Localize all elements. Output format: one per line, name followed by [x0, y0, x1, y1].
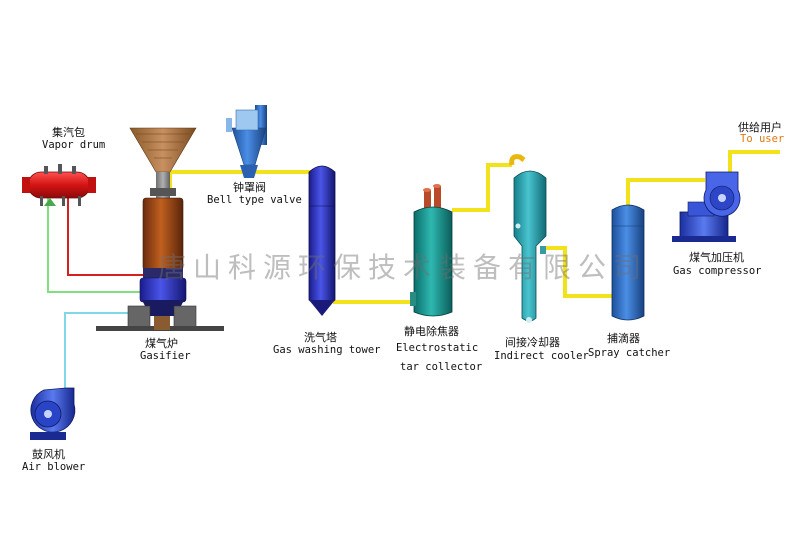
vapor-drum-label-en: Vapor drum: [42, 139, 106, 151]
compressor-label-en: Gas compressor: [673, 265, 762, 277]
vapor-drum: [22, 164, 96, 206]
spray-catcher: [611, 204, 645, 321]
company-watermark: 唐山科源环保技术装备有限公司: [158, 251, 649, 284]
gasifier-label-en: Gasifier: [140, 350, 191, 362]
air-blower-label-en: Air blower: [22, 461, 86, 473]
air-blower: [30, 387, 76, 440]
electrostatic-label-en2: tar collector: [400, 361, 483, 373]
gasifier-label-zh: 煤气炉: [145, 337, 178, 350]
electrostatic-label-zh: 静电除焦器: [404, 325, 459, 338]
compressor-label-zh: 煤气加压机: [689, 251, 744, 264]
to-user-label-zh: 供给用户: [738, 121, 782, 134]
gasifier: [96, 127, 224, 331]
water-pipe: [47, 196, 145, 293]
to-user-label-en: To user: [740, 133, 785, 145]
washing-tower-label-zh: 洗气塔: [304, 331, 337, 344]
indirect-cooler: [509, 154, 547, 323]
gas-pipe-to-user: [728, 150, 780, 172]
gas-pipe-cooler-to-catcher: [542, 246, 612, 298]
electrostatic-tar-collector: [410, 184, 453, 317]
indirect-cooler-label-en: Indirect cooler: [494, 350, 589, 362]
electrostatic-label-en: Electrostatic: [396, 342, 479, 354]
spray-catcher-label-zh: 捕滴器: [607, 332, 640, 345]
air-blower-label-zh: 鼓风机: [32, 448, 65, 461]
gas-pipe-catcher-to-compressor: [626, 178, 705, 205]
washing-tower-label-en: Gas washing tower: [273, 344, 381, 356]
bell-valve-label-zh: 钟罩阀: [233, 181, 266, 194]
gas-compressor: [672, 171, 741, 242]
vapor-drum-label-zh: 集汽包: [52, 126, 85, 139]
gas-pipe-electrostatic-to-cooler: [452, 163, 512, 212]
steam-pipe: [67, 196, 145, 276]
indirect-cooler-label-zh: 间接冷却器: [505, 336, 560, 349]
gas-washing-tower: [308, 165, 336, 316]
bell-type-valve: [226, 105, 267, 178]
spray-catcher-label-en: Spray catcher: [588, 347, 671, 359]
bell-valve-label-en: Bell type valve: [207, 194, 302, 206]
